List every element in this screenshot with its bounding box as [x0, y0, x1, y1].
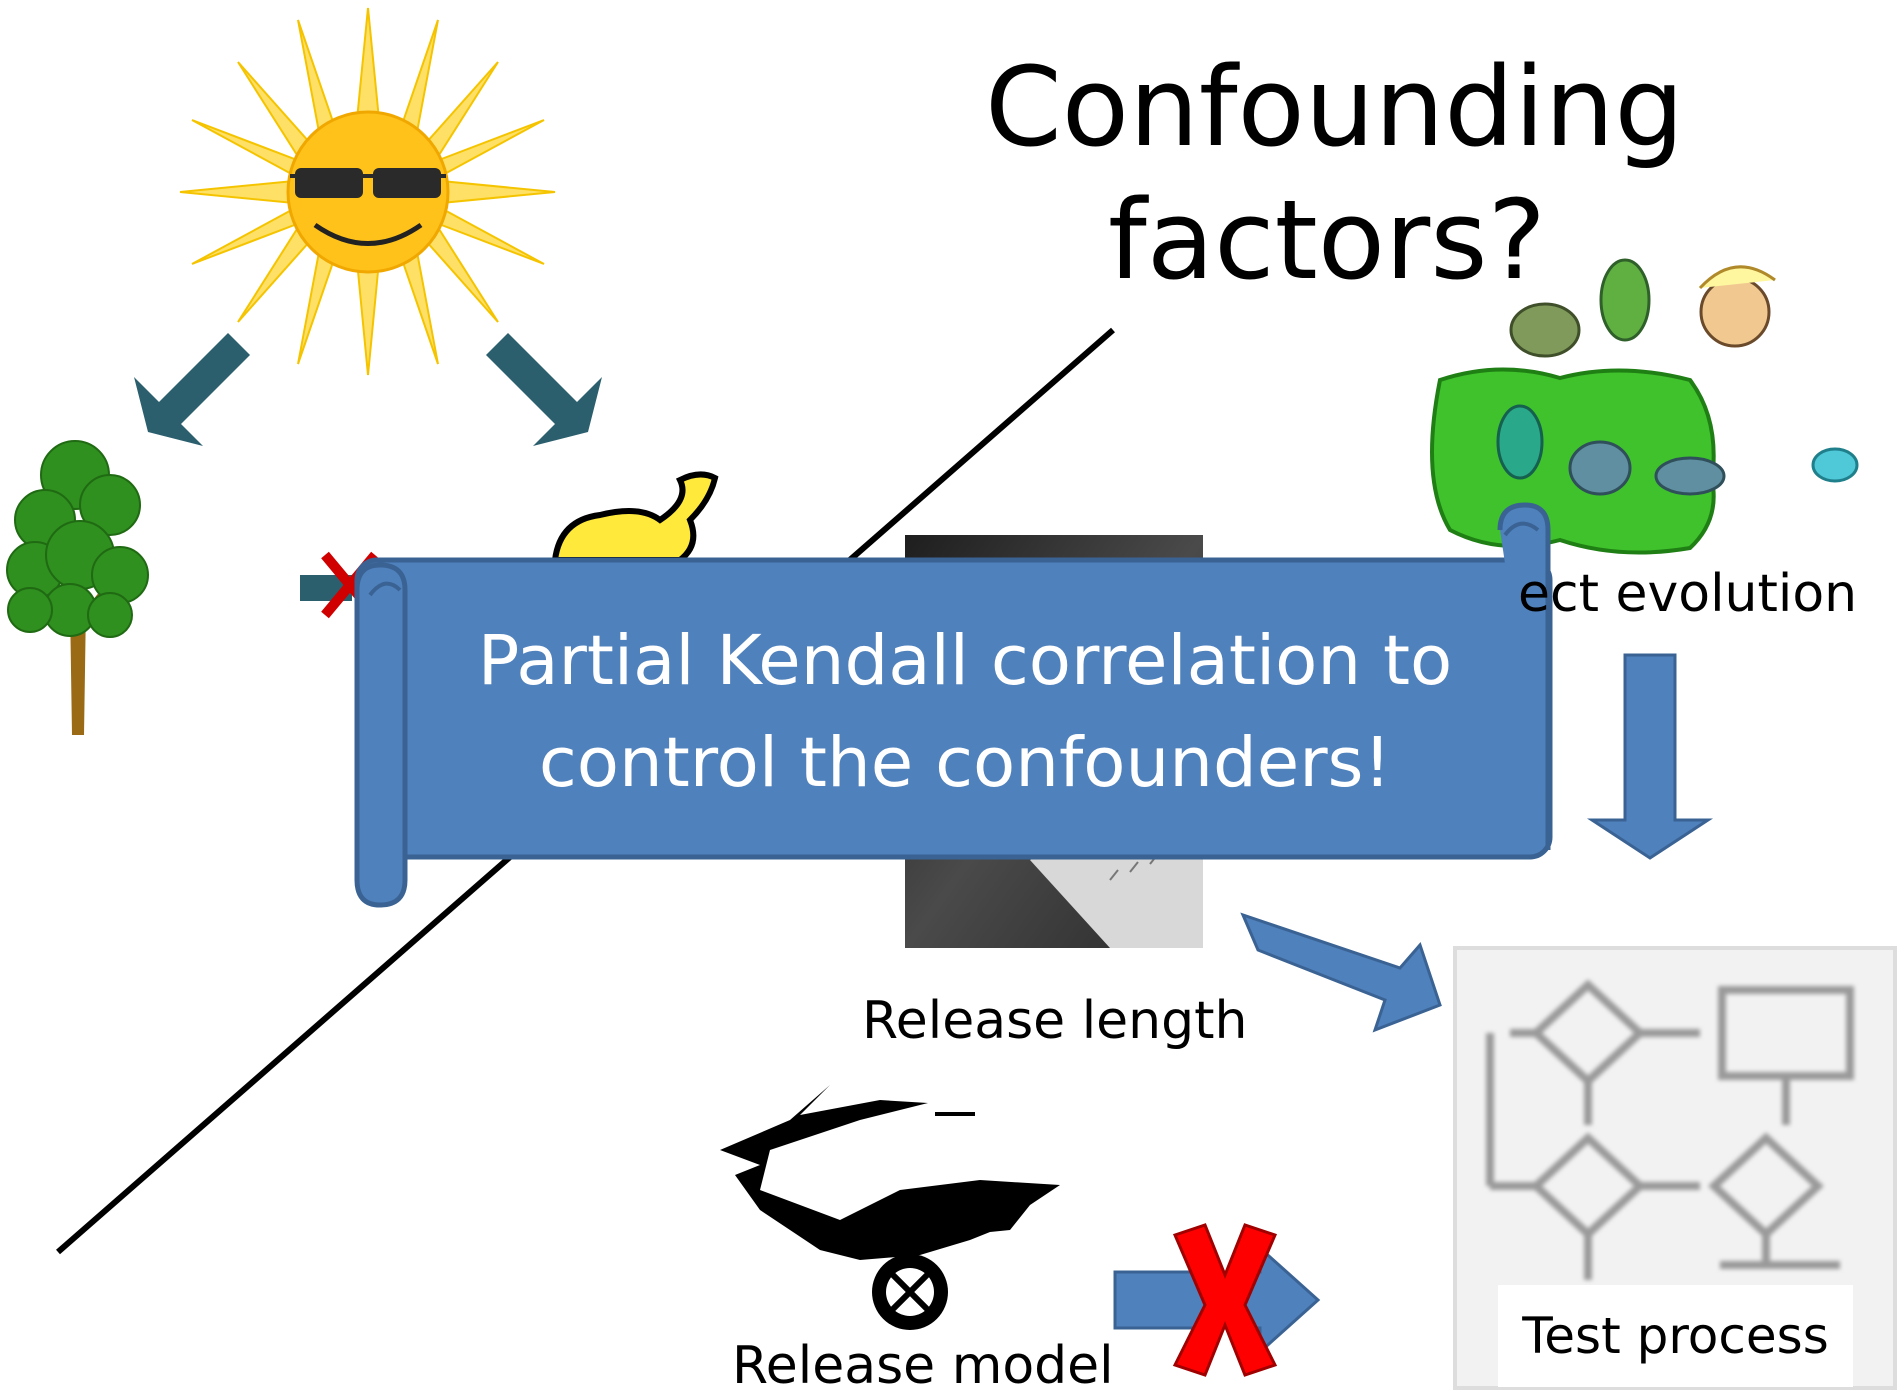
release-length-label: Release length: [862, 991, 1248, 1051]
test-process-label: Test process: [1498, 1285, 1853, 1387]
sun-to-icecream-arrow: [486, 333, 602, 446]
tree-icon: [6, 440, 149, 735]
red-cross-icon: [1172, 1223, 1278, 1377]
release-model-label: Release model: [732, 1336, 1114, 1396]
title-line-2: factors?: [1108, 176, 1546, 304]
release-length-to-test-arrow: [1240, 912, 1442, 1033]
title-line-1: Confounding: [985, 43, 1685, 171]
scroll-banner: [354, 502, 1553, 908]
banner-text: Partial Kendall correlation to control t…: [410, 610, 1520, 814]
sun-to-tree-arrow: [134, 333, 250, 446]
banner-line-1: Partial Kendall correlation to: [477, 621, 1453, 701]
project-evolution-label: ect evolution: [1518, 564, 1858, 624]
ice-cream-icon: [551, 471, 719, 563]
cannon-icon: [720, 1085, 1060, 1330]
frog-evolution-icon: [1430, 258, 1859, 555]
banner-line-2: control the confounders!: [538, 723, 1392, 803]
sun-icon: [179, 7, 556, 376]
evolution-to-test-arrow: [1586, 653, 1714, 860]
